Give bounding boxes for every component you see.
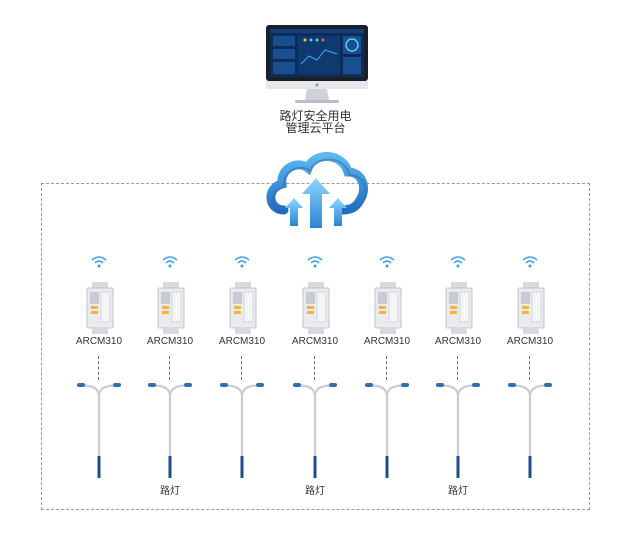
wifi-icon <box>379 256 395 268</box>
arcm310-meter-icon <box>302 282 330 334</box>
device-column-5: ARCM310 <box>357 256 417 478</box>
connection-line <box>314 356 315 380</box>
arcm310-meter-icon <box>229 282 257 334</box>
device-column-4: ARCM310 <box>285 256 345 478</box>
street-lamp-icon <box>508 382 552 478</box>
street-lamp-icon <box>77 382 121 478</box>
device-column-7: ARCM310 <box>500 256 560 478</box>
device-model-label: ARCM310 <box>130 336 210 348</box>
device-model-label: ARCM310 <box>418 336 498 348</box>
device-model-label: ARCM310 <box>59 336 139 348</box>
device-model-label: ARCM310 <box>275 336 355 348</box>
connection-line <box>98 356 99 380</box>
device-column-1: ARCM310 <box>69 256 129 478</box>
device-model-label: ARCM310 <box>490 336 570 348</box>
device-model-label: ARCM310 <box>202 336 282 348</box>
street-lamp-icon <box>148 382 192 478</box>
wifi-icon <box>234 256 250 268</box>
wifi-icon <box>162 256 178 268</box>
device-column-6: ARCM310 <box>428 256 488 478</box>
arcm310-meter-icon <box>445 282 473 334</box>
street-lamp-icon <box>365 382 409 478</box>
lamp-label: 路灯 <box>285 486 345 498</box>
wifi-icon <box>450 256 466 268</box>
wifi-icon <box>522 256 538 268</box>
arcm310-meter-icon <box>157 282 185 334</box>
street-lamp-icon <box>293 382 337 478</box>
connection-line <box>169 356 170 380</box>
connection-line <box>457 356 458 380</box>
arcm310-meter-icon <box>374 282 402 334</box>
street-lamp-icon <box>220 382 264 478</box>
arcm310-meter-icon <box>86 282 114 334</box>
platform-title-line2: 管理云平台 <box>0 121 631 135</box>
lamp-label: 路灯 <box>140 486 200 498</box>
device-model-label: ARCM310 <box>347 336 427 348</box>
connection-line <box>241 356 242 380</box>
wifi-icon <box>307 256 323 268</box>
arcm310-meter-icon <box>517 282 545 334</box>
lamp-label: 路灯 <box>428 486 488 498</box>
connection-line <box>386 356 387 380</box>
device-column-3: ARCM310 <box>212 256 272 478</box>
street-lamp-icon <box>436 382 480 478</box>
device-column-2: ARCM310 <box>140 256 200 478</box>
wifi-icon <box>91 256 107 268</box>
connection-line <box>529 356 530 380</box>
cloud-upload-icon <box>262 148 370 234</box>
monitor-icon <box>265 24 369 110</box>
